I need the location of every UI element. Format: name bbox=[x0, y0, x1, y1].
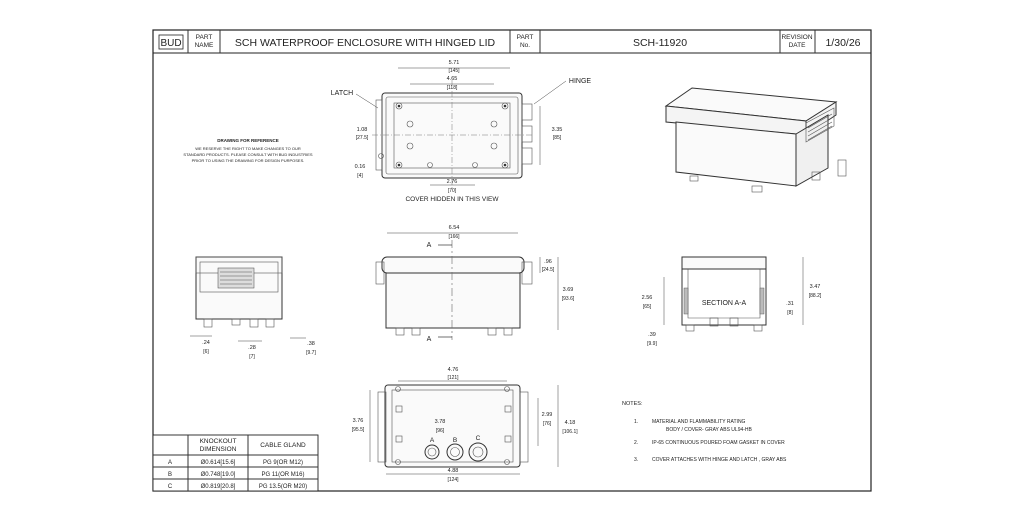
table-row-c-id: C bbox=[168, 484, 173, 490]
reference-line-1: WE RESERVE THE RIGHT TO MAKE CHANGES TO … bbox=[195, 146, 301, 151]
table-row-b-id: B bbox=[168, 472, 172, 478]
part-name-label-2: NAME bbox=[195, 42, 214, 49]
side-dim-a: .24 bbox=[202, 340, 210, 346]
note-2-num: 2. bbox=[634, 440, 638, 446]
front-dim-width-mm: [166] bbox=[448, 234, 460, 240]
bottom-dim-bottom-mm: [124] bbox=[447, 477, 459, 483]
table-row-c-dim: Ø0.819[20.8] bbox=[201, 484, 236, 490]
side-dim-c: .38 bbox=[307, 341, 315, 347]
notes-heading: NOTES: bbox=[622, 401, 643, 407]
note-1-sub: BODY / COVER- GRAY ABS UL94-HB bbox=[666, 427, 753, 433]
note-3-num: 3. bbox=[634, 457, 638, 463]
section-dim-right-mm: [88.2] bbox=[809, 293, 822, 299]
section-marker-top: A bbox=[427, 242, 432, 249]
part-name-label: PART bbox=[196, 34, 213, 41]
top-dim-inner-mm: [118] bbox=[447, 85, 458, 91]
top-dim-right-mm: [85] bbox=[553, 135, 562, 141]
note-2-text: IP-65 CONTINUOUS POURED FOAM GASKET IN C… bbox=[652, 440, 785, 446]
top-dim-left-b-mm: [4] bbox=[357, 173, 363, 179]
table-header-gland: CABLE GLAND bbox=[260, 442, 306, 449]
bottom-dim-top-mm: [121] bbox=[447, 375, 459, 381]
bottom-dim-center: 3.78 bbox=[435, 419, 446, 425]
bottom-dim-left-mm: [95.5] bbox=[352, 427, 365, 433]
section-dim-left-mm: [65] bbox=[643, 304, 652, 310]
revision-label: REVISION bbox=[781, 34, 812, 41]
bottom-dim-bottom: 4.88 bbox=[448, 468, 459, 474]
top-dim-right: 3.35 bbox=[552, 127, 563, 133]
table-row-a-gland: PG 9(OR M12) bbox=[263, 460, 303, 466]
top-dim-left-a-mm: [27.5] bbox=[356, 135, 369, 141]
top-dim-left-a: 1.08 bbox=[357, 127, 368, 133]
front-view: A A 6.54 [166] .96 [24.5] 3.69 [93.6] bbox=[375, 225, 575, 343]
table-row-a-id: A bbox=[168, 460, 172, 466]
top-dim-left-b: 0.16 bbox=[355, 164, 366, 170]
section-dim-left: 2.56 bbox=[642, 295, 653, 301]
front-dim-lid: .96 bbox=[544, 259, 552, 265]
section-dim-right: 3.47 bbox=[810, 284, 821, 290]
bottom-dim-right-b-mm: [106.1] bbox=[562, 429, 578, 435]
table-header-dimension: DIMENSION bbox=[200, 446, 237, 453]
reference-note: DRAWING FOR REFERENCE WE RESERVE THE RIG… bbox=[183, 138, 312, 163]
bottom-view: A B C 4.76 [121] 3.76 [95.5] 3.78 [96] 2… bbox=[352, 367, 579, 483]
logo-text: BUD bbox=[160, 38, 181, 49]
knockout-table: KNOCKOUT DIMENSION CABLE GLAND A Ø0.614[… bbox=[152, 434, 319, 492]
bottom-dim-right-a: 2.99 bbox=[542, 412, 553, 418]
bottom-dim-right-b: 4.18 bbox=[565, 420, 576, 426]
side-view: .24 [6] .28 [7] .38 [9.7] bbox=[190, 256, 316, 360]
reference-heading: DRAWING FOR REFERENCE bbox=[217, 138, 279, 143]
reference-line-2: STANDARD PRODUCTS. PLEASE CONSULT WITH B… bbox=[183, 152, 312, 157]
side-dim-b-mm: [7] bbox=[249, 354, 255, 360]
table-row-c-gland: PG 13.5(OR M20) bbox=[259, 484, 307, 490]
knockout-label-b: B bbox=[453, 437, 457, 444]
top-dim-bottom: 2.76 bbox=[447, 179, 458, 185]
top-dim-overall-mm: [145] bbox=[448, 68, 460, 74]
table-row-b-gland: PG 11(OR M16) bbox=[262, 472, 305, 478]
front-dim-height: 3.69 bbox=[563, 287, 574, 293]
section-marker-bottom: A bbox=[427, 336, 432, 343]
side-dim-c-mm: [9.7] bbox=[306, 350, 316, 356]
front-dim-width: 6.54 bbox=[449, 225, 460, 231]
part-number: SCH-11920 bbox=[633, 37, 687, 49]
section-dim-bottom: .39 bbox=[648, 332, 656, 338]
section-dim-small: .31 bbox=[786, 301, 794, 307]
top-dim-inner: 4.65 bbox=[447, 76, 458, 82]
notes: NOTES: 1. MATERIAL AND FLAMMABILITY RATI… bbox=[622, 401, 787, 463]
table-row-b-dim: Ø0.748[19.0] bbox=[201, 472, 236, 478]
top-view-caption: COVER HIDDEN IN THIS VIEW bbox=[405, 196, 499, 203]
table-row-a-dim: Ø0.614[15.6] bbox=[201, 460, 236, 466]
bottom-dim-right-a-mm: [76] bbox=[543, 421, 552, 427]
front-dim-height-mm: [93.6] bbox=[562, 296, 575, 302]
top-dim-overall: 5.71 bbox=[449, 60, 460, 66]
hinge-label: HINGE bbox=[569, 78, 592, 85]
table-header-knockout: KNOCKOUT bbox=[200, 438, 237, 445]
note-1-num: 1. bbox=[634, 419, 638, 425]
note-1-text: MATERIAL AND FLAMMABILITY RATING bbox=[652, 419, 746, 425]
side-dim-b: .28 bbox=[248, 345, 256, 351]
bottom-dim-top: 4.76 bbox=[448, 367, 459, 373]
section-label: SECTION A-A bbox=[702, 300, 747, 307]
isometric-view bbox=[664, 87, 847, 193]
section-dim-bottom-mm: [9.9] bbox=[647, 341, 657, 347]
latch-label: LATCH bbox=[331, 90, 353, 97]
section-dim-small-mm: [8] bbox=[787, 310, 793, 316]
reference-line-3: PRIOR TO USING THE DRAWING FOR DESIGN PU… bbox=[192, 158, 305, 163]
side-dim-a-mm: [6] bbox=[203, 349, 209, 355]
part-name: SCH WATERPROOF ENCLOSURE WITH HINGED LID bbox=[235, 37, 496, 49]
part-no-label: PART bbox=[517, 34, 534, 41]
bud-logo: BUD bbox=[158, 34, 184, 50]
bottom-dim-left: 3.76 bbox=[353, 418, 364, 424]
knockout-label-c: C bbox=[476, 435, 481, 442]
top-dim-bottom-mm: [70] bbox=[448, 188, 457, 194]
revision-date: 1/30/26 bbox=[825, 37, 860, 49]
front-dim-lid-mm: [24.5] bbox=[542, 267, 555, 273]
bottom-dim-center-mm: [96] bbox=[436, 428, 445, 434]
top-view: 5.71 [145] 4.65 [118] 3.35 [85] 1.08 [27… bbox=[331, 60, 592, 203]
note-3-text: COVER ATTACHES WITH HINGE AND LATCH , GR… bbox=[652, 457, 787, 463]
section-view: SECTION A-A 2.56 [65] .31 [8] 3.47 [88.2… bbox=[642, 256, 822, 347]
revision-label-2: DATE bbox=[789, 42, 807, 49]
title-block: BUD PART NAME SCH WATERPROOF ENCLOSURE W… bbox=[153, 30, 871, 54]
knockout-label-a: A bbox=[430, 437, 435, 444]
part-no-label-2: No. bbox=[520, 42, 530, 49]
